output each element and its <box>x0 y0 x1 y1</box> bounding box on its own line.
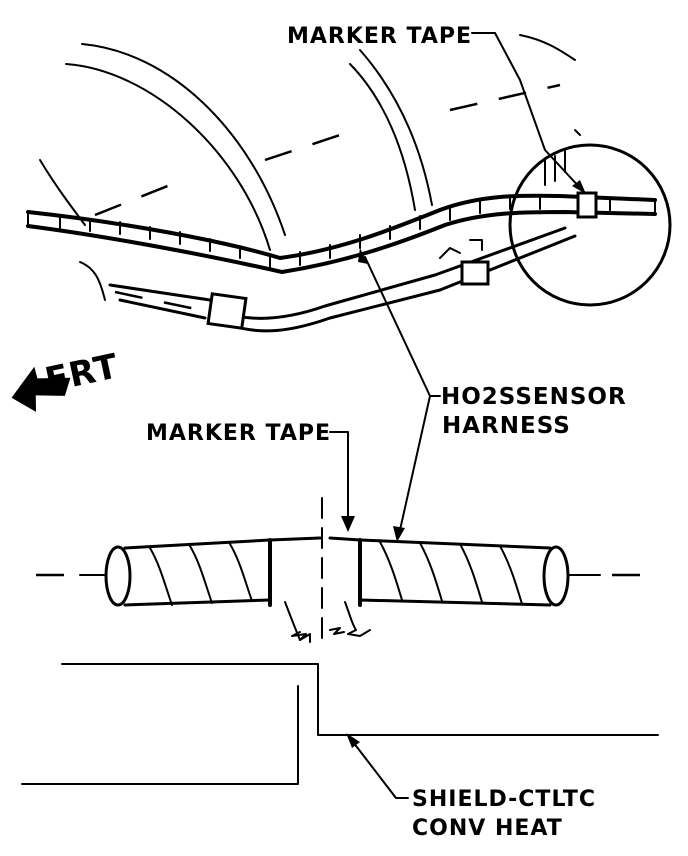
shield-top <box>79 129 581 333</box>
shield-bottom <box>21 663 659 785</box>
frt-label: FRT <box>42 346 123 401</box>
shield-label-line1: SHIELD-CTLTC <box>412 787 596 812</box>
ho2s-label-line1: HO2SSENSOR <box>441 384 627 410</box>
marker-tape-top-label: MARKER TAPE <box>287 24 472 49</box>
harness-top <box>26 191 657 274</box>
frt-arrow <box>11 366 71 412</box>
ho2s-label-line2: HARNESS <box>442 413 571 439</box>
leader-lines <box>329 32 586 799</box>
marker-tape-mid-label: MARKER TAPE <box>146 421 331 446</box>
harness-detail <box>36 497 650 643</box>
detail-circle <box>508 143 672 307</box>
body-contours <box>39 34 576 251</box>
shield-label-line2: CONV HEAT <box>412 816 563 841</box>
